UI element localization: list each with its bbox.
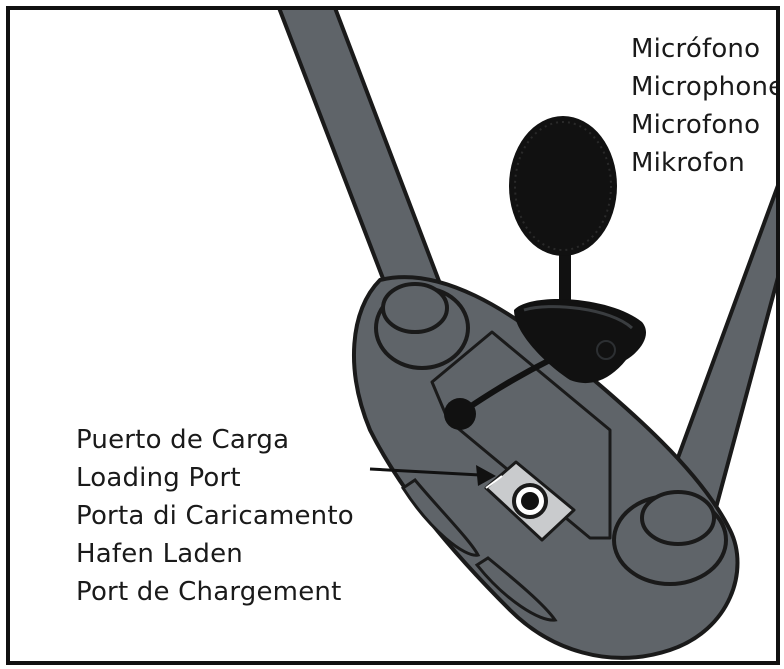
headset-illustration [277, 10, 776, 660]
mic-clip [514, 298, 647, 384]
charging-port-label-de: Hafen Laden [76, 539, 243, 569]
mic-clip-highlight [523, 305, 634, 330]
left-socket-inner [381, 282, 449, 334]
microphone-labels: Micrófono Microphone Microfono Mikrofon [631, 30, 780, 182]
body-ridge-1 [400, 478, 481, 557]
charging-port-label-en: Loading Port [76, 463, 241, 493]
mic-stem [559, 246, 571, 306]
mic-clip-logo [596, 340, 616, 360]
mic-foam [509, 116, 617, 256]
microphone-label-de: Mikrofon [631, 148, 745, 178]
charging-port-label-es: Puerto de Carga [76, 425, 290, 455]
port-arrow-line [369, 467, 481, 477]
right-socket-inner [640, 490, 716, 546]
charging-port-edge [485, 475, 503, 489]
microphone-label-en: Microphone [631, 72, 780, 102]
charging-port-label-fr: Port de Chargement [76, 577, 342, 607]
mic-foam-texture [514, 121, 612, 251]
port-arrow-head [476, 465, 496, 486]
body-ridge-2 [474, 556, 558, 622]
charging-port-label-it: Porta di Caricamento [76, 501, 354, 531]
charging-port-labels: Puerto de Carga Loading Port Porta di Ca… [76, 421, 354, 611]
microphone-label-it: Microfono [631, 110, 761, 140]
cable-jack [444, 398, 476, 430]
charging-port-pin [521, 492, 539, 510]
diagram-frame: Micrófono Microphone Microfono Mikrofon … [6, 6, 780, 665]
microphone-label-es: Micrófono [631, 34, 761, 64]
